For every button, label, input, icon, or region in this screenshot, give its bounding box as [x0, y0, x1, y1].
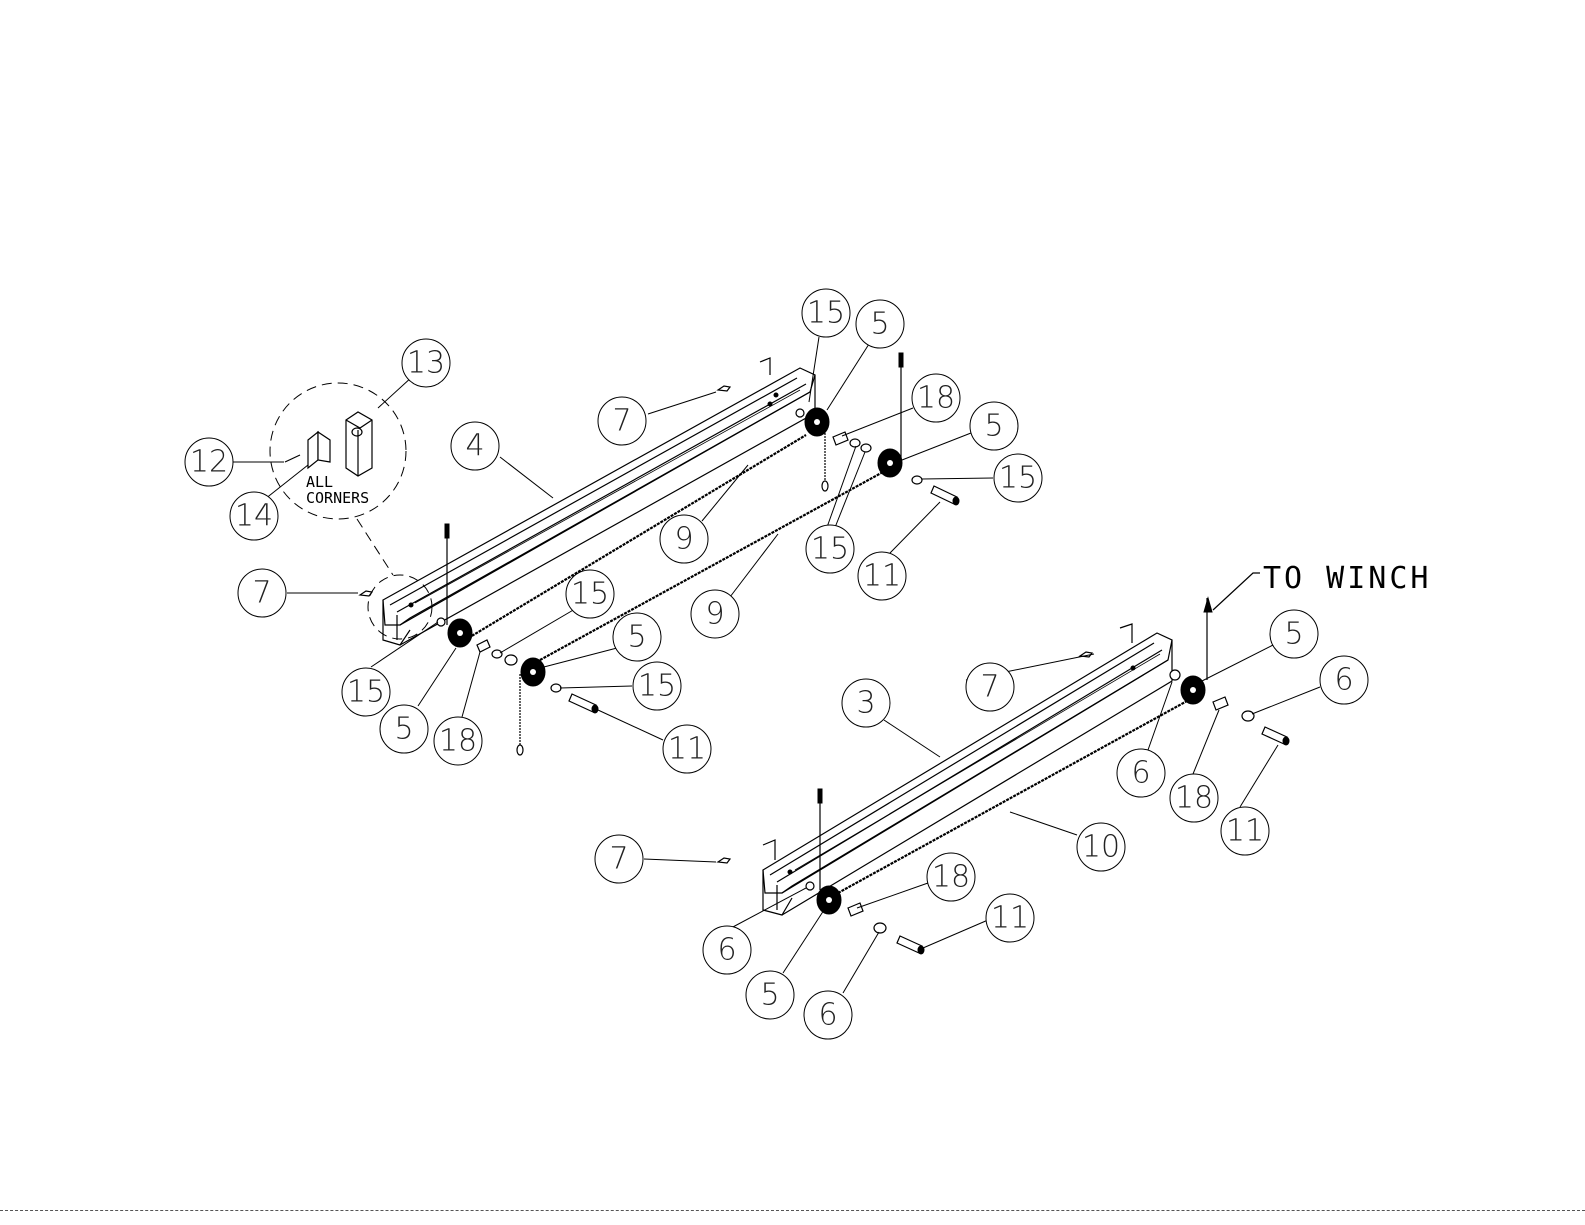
callout-11-left: 11 — [663, 725, 711, 773]
svg-text:9: 9 — [705, 597, 724, 632]
spacer-18-right — [1213, 697, 1228, 710]
svg-text:6: 6 — [818, 998, 837, 1033]
all-corners-label-line2: CORNERS — [306, 489, 369, 507]
svg-text:5: 5 — [1284, 617, 1303, 652]
svg-text:5: 5 — [760, 978, 779, 1013]
callout-11-bottom: 11 — [986, 894, 1034, 942]
callout-11-upper: 11 — [858, 552, 906, 600]
callout-7-upper: 7 — [598, 397, 646, 445]
svg-text:13: 13 — [407, 346, 445, 381]
corner-bracket-14 — [308, 432, 330, 468]
svg-text:18: 18 — [1175, 781, 1213, 816]
svg-text:5: 5 — [984, 409, 1003, 444]
spacer-18-upper — [833, 432, 848, 445]
lower-right-pulley-stack — [1170, 598, 1289, 745]
to-winch-text: TO WINCH — [1263, 561, 1432, 596]
svg-text:5: 5 — [627, 620, 646, 655]
svg-text:11: 11 — [668, 732, 706, 767]
shaft-11-bottom — [897, 936, 924, 954]
callout-9-a: 9 — [660, 515, 708, 563]
svg-text:15: 15 — [347, 675, 385, 710]
callout-6-bottom-b: 6 — [804, 991, 852, 1039]
callout-4: 4 — [451, 422, 499, 470]
svg-text:18: 18 — [439, 724, 477, 759]
callout-6-right-b: 6 — [1117, 749, 1165, 797]
svg-text:11: 11 — [1226, 814, 1264, 849]
svg-text:15: 15 — [638, 669, 676, 704]
svg-text:6: 6 — [1334, 663, 1353, 698]
callout-6-bottom-a: 6 — [703, 926, 751, 974]
callout-5-left-a: 5 — [613, 613, 661, 661]
svg-text:18: 18 — [917, 381, 955, 416]
callout-5-top: 5 — [856, 300, 904, 348]
svg-text:9: 9 — [674, 522, 693, 557]
svg-text:5: 5 — [394, 712, 413, 747]
svg-text:15: 15 — [999, 461, 1037, 496]
callout-7-lower: 7 — [966, 663, 1014, 711]
callout-6-right: 6 — [1320, 656, 1368, 704]
svg-text:11: 11 — [991, 901, 1029, 936]
spacer-18-left — [477, 640, 490, 652]
svg-text:7: 7 — [609, 842, 628, 877]
svg-text:7: 7 — [612, 404, 631, 439]
svg-text:3: 3 — [856, 686, 875, 721]
svg-text:12: 12 — [190, 445, 228, 480]
callout-9-b: 9 — [691, 590, 739, 638]
callout-5-bottom: 5 — [746, 971, 794, 1019]
callout-15-left-c: 15 — [342, 668, 390, 716]
svg-text:7: 7 — [252, 576, 271, 611]
callout-10: 10 — [1077, 823, 1125, 871]
shaft-11-left — [569, 694, 598, 713]
callout-18-upper: 18 — [912, 374, 960, 422]
shaft-11-right — [1262, 727, 1289, 745]
callout-5-upper-right: 5 — [970, 402, 1018, 450]
svg-text:7: 7 — [980, 670, 999, 705]
callout-12: 12 — [185, 438, 233, 486]
callout-15-mid: 15 — [806, 525, 854, 573]
callout-15-top: 15 — [802, 289, 850, 337]
callout-14: 14 — [230, 492, 278, 540]
spacer-18-bottom — [848, 903, 863, 916]
callout-5-lower-right: 5 — [1270, 610, 1318, 658]
svg-text:15: 15 — [811, 532, 849, 567]
svg-text:15: 15 — [571, 577, 609, 612]
callout-18-right: 18 — [1170, 774, 1218, 822]
to-winch-note: TO WINCH — [1213, 561, 1432, 610]
cotter-pin-7-upper — [718, 386, 730, 391]
svg-text:5: 5 — [870, 307, 889, 342]
callout-5-left-b: 5 — [380, 705, 428, 753]
cotter-pin-7-bottom — [718, 858, 730, 863]
callout-18-bottom: 18 — [927, 853, 975, 901]
callout-15-right: 15 — [994, 454, 1042, 502]
callout-11-right: 11 — [1221, 807, 1269, 855]
callout-18-left: 18 — [434, 717, 482, 765]
svg-text:15: 15 — [807, 296, 845, 331]
svg-text:4: 4 — [465, 429, 484, 464]
svg-text:14: 14 — [235, 499, 273, 534]
corner-tube-13 — [346, 412, 372, 476]
svg-text:18: 18 — [932, 860, 970, 895]
page-bottom-rule — [0, 1210, 1585, 1211]
callout-3: 3 — [842, 679, 890, 727]
callout-7-bottom: 7 — [595, 835, 643, 883]
svg-text:6: 6 — [1131, 756, 1150, 791]
callout-15-left-b: 15 — [633, 662, 681, 710]
svg-text:11: 11 — [863, 559, 901, 594]
callout-15-left-a: 15 — [566, 570, 614, 618]
shaft-11-upper — [931, 486, 959, 505]
svg-text:10: 10 — [1082, 830, 1120, 865]
callout-13: 13 — [402, 339, 450, 387]
svg-text:6: 6 — [717, 933, 736, 968]
callout-7-left: 7 — [238, 569, 286, 617]
